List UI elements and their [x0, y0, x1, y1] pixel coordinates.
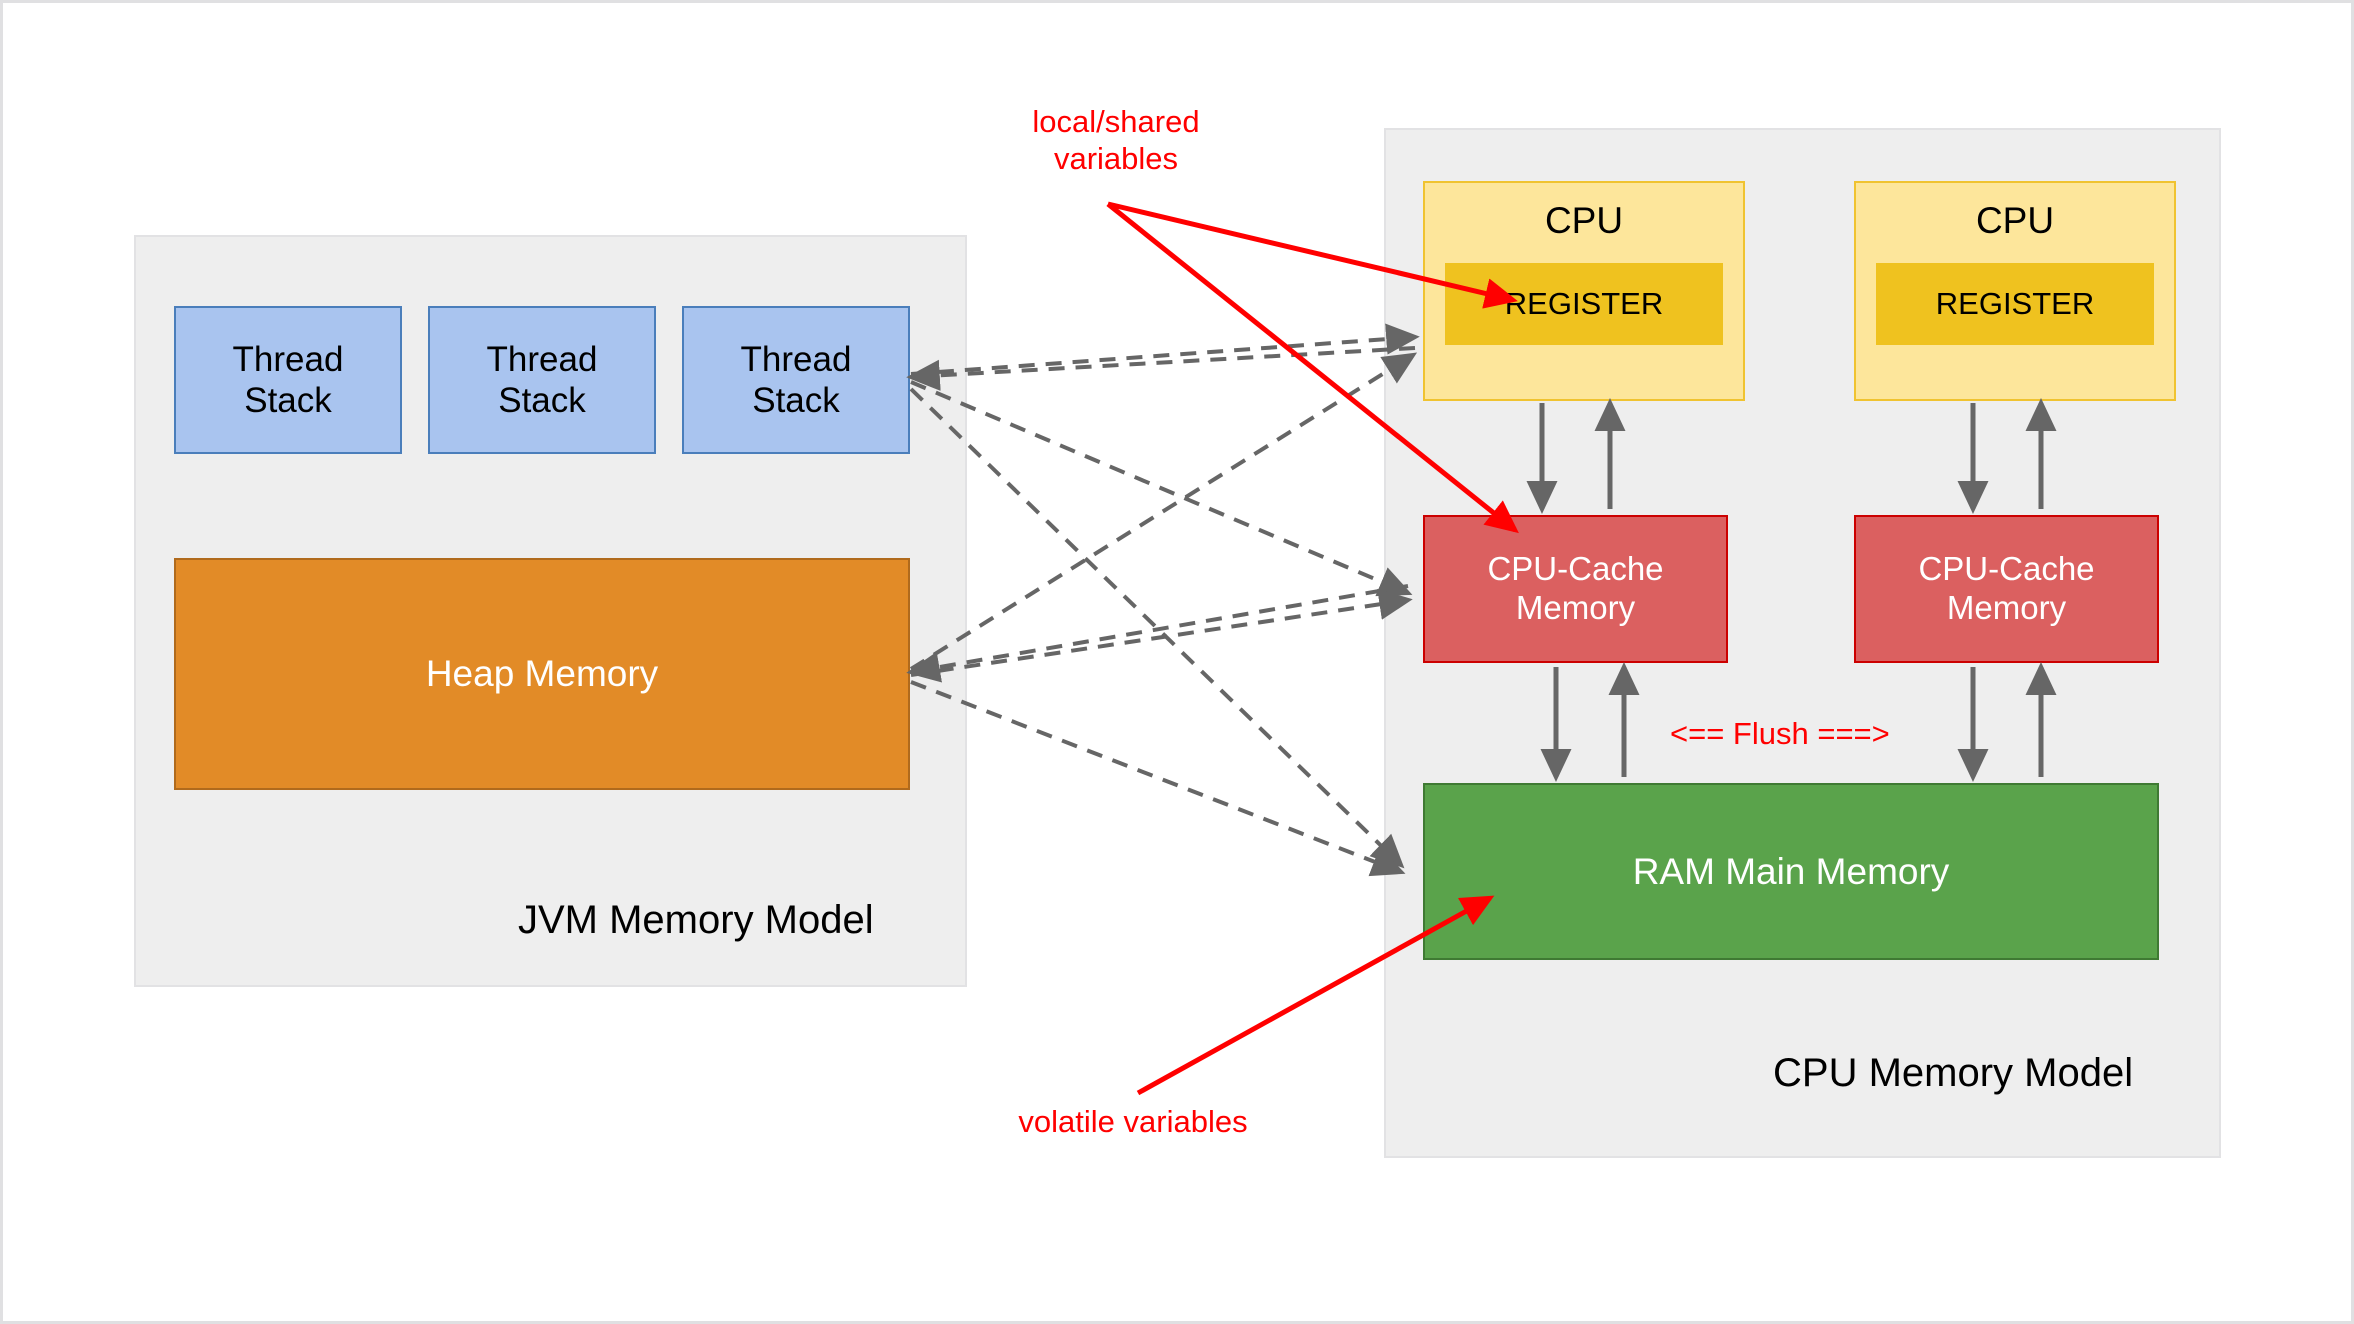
cpu-box[interactable]: CPU REGISTER — [1854, 181, 2176, 401]
thread-stack-box[interactable]: Thread Stack — [174, 306, 402, 454]
volatile-variables-annotation: volatile variables — [1018, 1104, 1248, 1139]
register-box[interactable]: REGISTER — [1876, 263, 2154, 345]
cpu-box[interactable]: CPU REGISTER — [1423, 181, 1745, 401]
jvm-memory-model-title: JVM Memory Model — [518, 898, 874, 942]
cpu-label: CPU — [1544, 200, 1624, 241]
heap-memory-box[interactable]: Heap Memory — [174, 558, 910, 790]
thread-stack-box[interactable]: Thread Stack — [682, 306, 910, 454]
heap-memory-connectors — [906, 352, 1418, 877]
register-box[interactable]: REGISTER — [1445, 263, 1723, 345]
cpu-cache-memory-box[interactable]: CPU-Cache Memory — [1423, 515, 1728, 663]
thread-stack-connectors — [906, 323, 1420, 869]
cpu-label: CPU — [1975, 200, 2055, 241]
cpu-memory-model-title: CPU Memory Model — [1773, 1051, 2134, 1095]
local-shared-variables-annotation: local/shared variables — [1032, 104, 1200, 177]
cpu-cache-memory-box[interactable]: CPU-Cache Memory — [1854, 515, 2159, 663]
flush-label: <== Flush ===> — [1670, 716, 1890, 751]
ram-main-memory-box[interactable]: RAM Main Memory — [1423, 783, 2159, 960]
thread-stack-box[interactable]: Thread Stack — [428, 306, 656, 454]
